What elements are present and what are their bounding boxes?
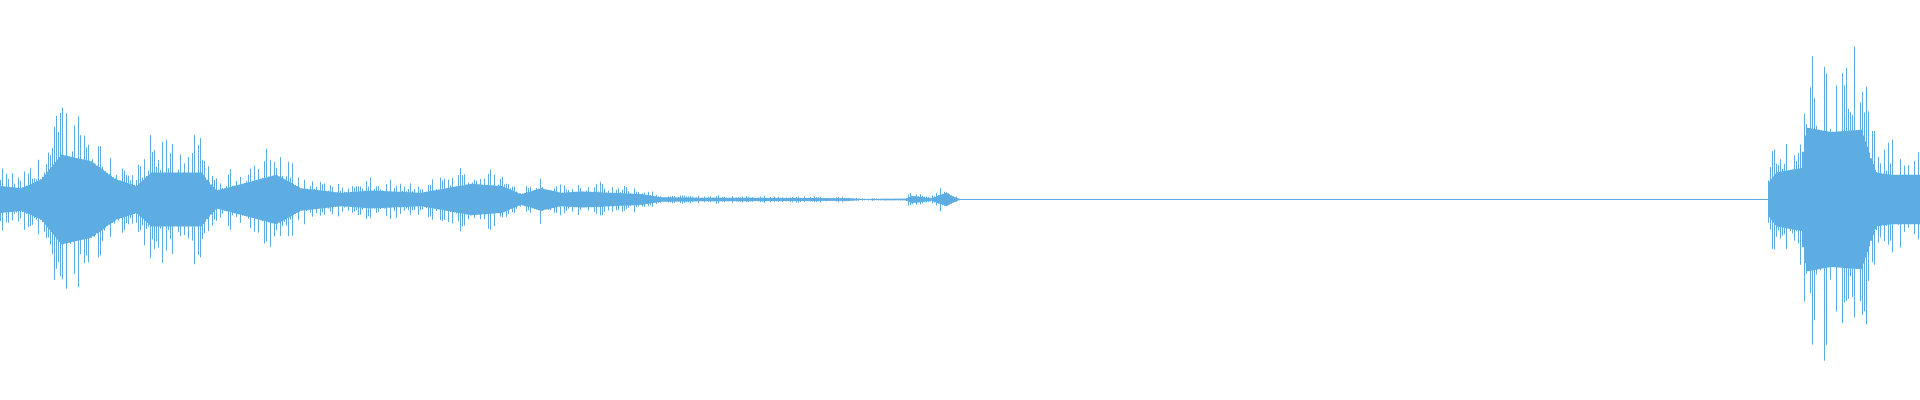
waveform-body — [0, 127, 1920, 272]
